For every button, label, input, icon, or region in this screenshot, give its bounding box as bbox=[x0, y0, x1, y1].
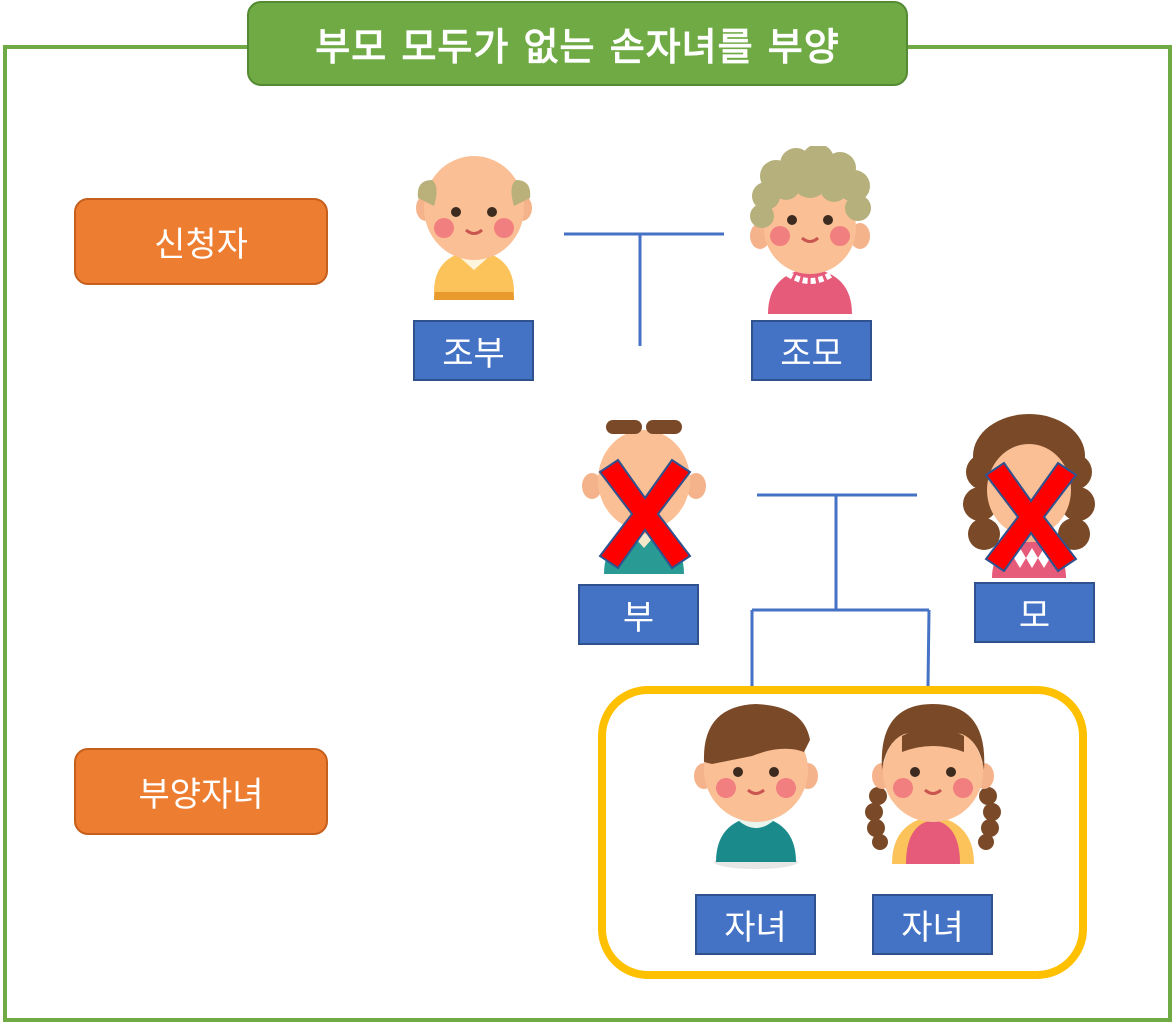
grandmother-avatar-icon bbox=[750, 146, 871, 314]
dependent-children-highlight bbox=[598, 686, 1087, 979]
boy-avatar-icon bbox=[694, 704, 818, 869]
diagram-title: 부모 모두가 없는 손자녀를 부양 bbox=[247, 1, 908, 86]
grandfather-avatar-icon bbox=[416, 156, 532, 300]
label-child-1: 자녀 bbox=[695, 894, 816, 955]
cross-mark-icon bbox=[984, 461, 1078, 573]
label-grandfather: 조부 bbox=[413, 320, 534, 381]
cross-mark-icon bbox=[598, 458, 692, 570]
label-child-2: 자녀 bbox=[872, 894, 993, 955]
girl-avatar-icon bbox=[865, 704, 1001, 864]
label-grandmother: 조모 bbox=[751, 320, 872, 381]
label-father: 부 bbox=[578, 584, 699, 645]
label-mother: 모 bbox=[974, 582, 1095, 643]
child2-drop bbox=[926, 609, 931, 687]
role-dependent: 부양자녀 bbox=[74, 748, 328, 835]
role-applicant: 신청자 bbox=[74, 198, 328, 285]
